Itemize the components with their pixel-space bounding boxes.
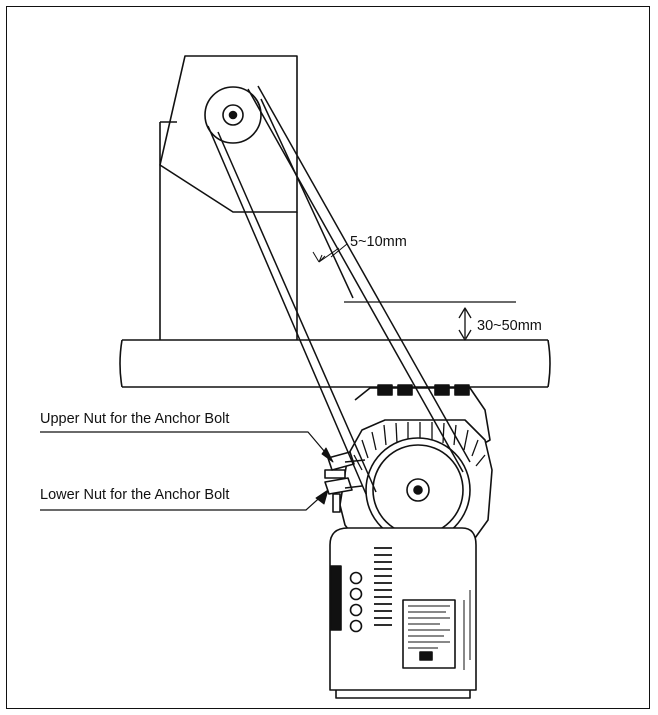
belt-deflection-dimension: 5~10mm — [312, 234, 407, 263]
table-board — [119, 339, 551, 388]
diagram-frame — [6, 6, 650, 709]
upper-nut-callout: Upper Nut for the Anchor Bolt — [40, 411, 334, 463]
control-box — [329, 527, 477, 699]
clearance-dimension: 30~50mm — [344, 301, 542, 341]
lower-nut-label: Lower Nut for the Anchor Bolt — [40, 487, 229, 503]
clearance-label: 30~50mm — [477, 318, 542, 334]
upper-nut-label: Upper Nut for the Anchor Bolt — [40, 411, 229, 427]
v-belt — [207, 85, 471, 495]
machine-pulley — [204, 86, 262, 144]
belt-deflection-label: 5~10mm — [350, 234, 407, 250]
lower-nut-callout: Lower Nut for the Anchor Bolt — [40, 487, 329, 511]
motor-unit — [324, 384, 493, 546]
